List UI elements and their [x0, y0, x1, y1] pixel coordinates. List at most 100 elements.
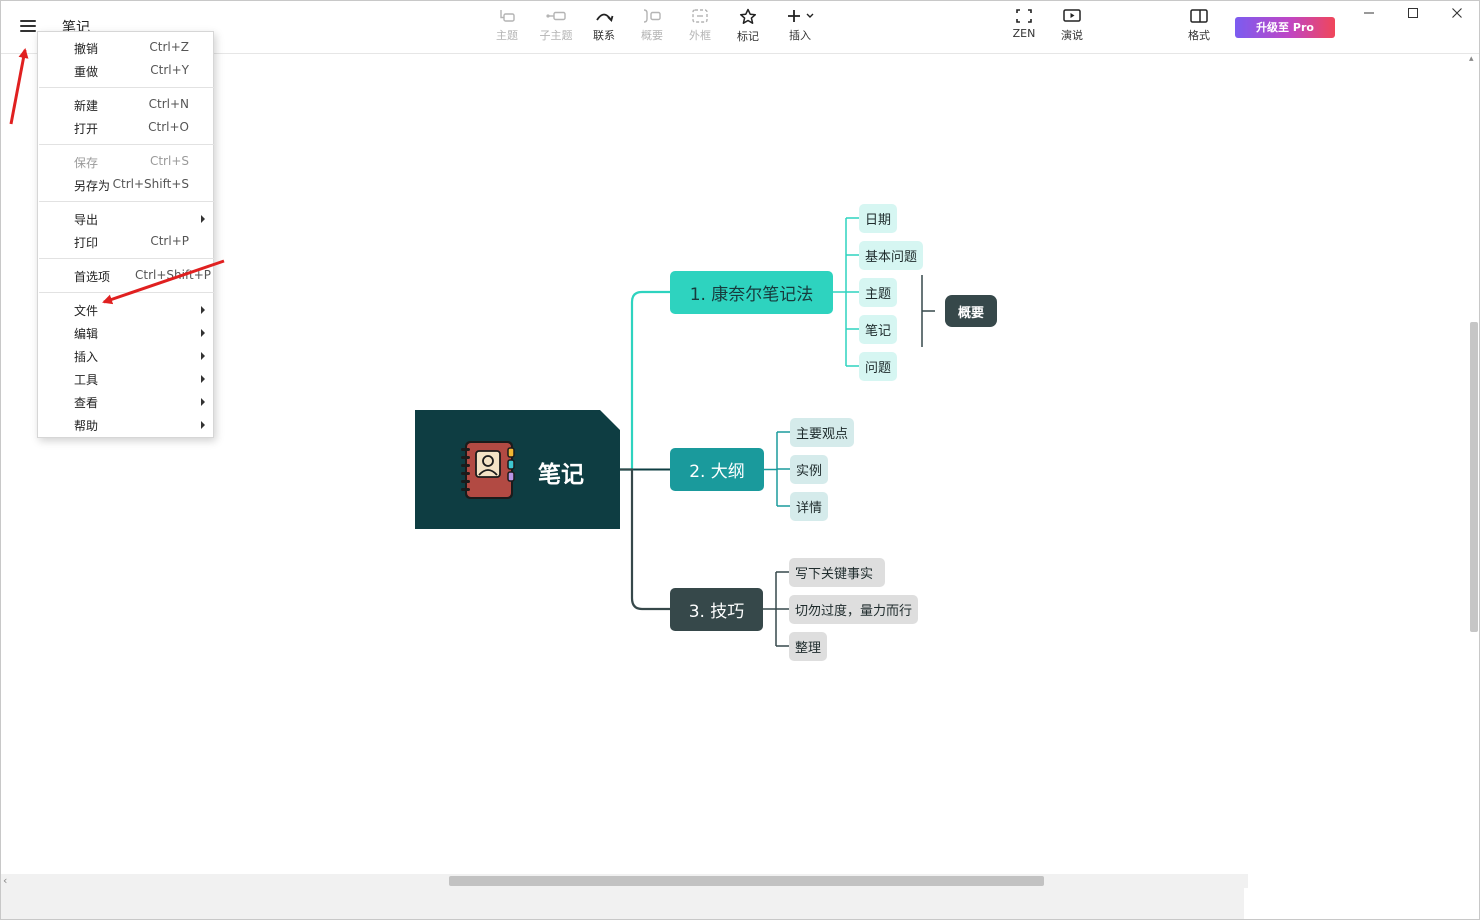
plus-icon	[788, 10, 814, 22]
summary-label: 概要	[641, 29, 663, 42]
topic-icon	[500, 10, 515, 22]
submenu-arrow-icon	[201, 375, 205, 383]
menu-item-shortcut: Ctrl+Z	[149, 40, 189, 54]
menu-item-label: 插入	[74, 350, 99, 364]
marker-button[interactable]: 标记	[726, 8, 770, 44]
topic-button[interactable]: 主题	[485, 8, 529, 43]
menu-item-print[interactable]: 打印 Ctrl+P	[38, 230, 213, 252]
menu-item-label: 新建	[74, 99, 99, 113]
menu-item-edit[interactable]: 编辑	[38, 321, 213, 343]
menu-item-label: 工具	[74, 373, 99, 387]
subtopic[interactable]: 实例	[790, 455, 829, 484]
menu-item-label: 打开	[74, 122, 99, 136]
menu-item-view[interactable]: 查看	[38, 390, 213, 412]
relationship-button[interactable]: 联系	[582, 8, 626, 43]
upgrade-pro-button[interactable]: 升级至 Pro	[1235, 17, 1335, 38]
subtopic[interactable]: 写下关键事实	[789, 558, 885, 587]
close-icon	[1452, 8, 1462, 18]
presentation-button[interactable]: 演说	[1050, 8, 1094, 43]
submenu-arrow-icon	[201, 215, 205, 223]
menu-item-tools[interactable]: 工具	[38, 367, 213, 389]
branch-topic-2[interactable]: 2. 大纲	[670, 448, 764, 491]
menu-item-undo[interactable]: 撤销 Ctrl+Z	[38, 36, 213, 58]
subtopic[interactable]: 日期	[859, 204, 898, 233]
insert-button[interactable]: 插入	[778, 8, 822, 43]
central-topic[interactable]	[415, 410, 620, 529]
menu-item-shortcut: Ctrl+Shift+P	[135, 268, 211, 282]
menu-item-file[interactable]: 文件	[38, 298, 213, 320]
summary-icon	[643, 9, 661, 23]
format-panel-button[interactable]: 格式	[1177, 8, 1221, 43]
menu-item-label: 查看	[74, 396, 99, 410]
menu-item-label: 文件	[74, 304, 99, 318]
menu-item-new[interactable]: 新建 Ctrl+N	[38, 93, 213, 115]
menu-separator	[39, 201, 214, 202]
close-button[interactable]	[1437, 2, 1477, 24]
star-icon	[739, 8, 757, 24]
menu-item-label: 撤销	[74, 42, 99, 56]
summary-button[interactable]: 概要	[630, 8, 674, 43]
menu-item-redo[interactable]: 重做 Ctrl+Y	[38, 59, 213, 81]
menu-item-shortcut: Ctrl+Shift+S	[112, 177, 189, 191]
central-topic-label: 笔记	[538, 462, 584, 488]
top-toolbar: 笔记 主题 子主题 联系 概要 外框	[0, 0, 1480, 54]
menu-item-label: 导出	[74, 213, 99, 227]
branch-topic-3[interactable]: 3. 技巧	[670, 588, 763, 631]
maximize-button[interactable]	[1393, 2, 1433, 24]
horizontal-scrollbar-thumb[interactable]	[449, 876, 1044, 886]
format-label: 格式	[1188, 29, 1210, 42]
subtopic[interactable]: 问题	[859, 352, 898, 381]
menu-item-save-as[interactable]: 另存为 Ctrl+Shift+S	[38, 173, 213, 195]
branch-topic-1[interactable]: 1. 康奈尔笔记法	[670, 271, 833, 314]
boundary-button[interactable]: 外框	[678, 8, 722, 43]
menu-item-export[interactable]: 导出	[38, 207, 213, 229]
menu-item-shortcut: Ctrl+S	[149, 154, 189, 168]
maximize-icon	[1408, 8, 1418, 18]
menu-item-help[interactable]: 帮助	[38, 413, 213, 435]
hamburger-menu-icon[interactable]	[17, 16, 39, 36]
subtopic[interactable]: 整理	[789, 632, 828, 661]
menu-item-label: 帮助	[74, 419, 99, 433]
menu-item-save[interactable]: 保存 Ctrl+S	[38, 150, 213, 172]
submenu-arrow-icon	[201, 421, 205, 429]
subtopic-button[interactable]: 子主题	[534, 8, 578, 43]
relationship-label: 联系	[593, 29, 615, 42]
subtopic[interactable]: 基本问题	[859, 241, 924, 270]
subtopic-icon	[546, 11, 566, 21]
menu-item-open[interactable]: 打开 Ctrl+O	[38, 116, 213, 138]
zen-mode-button[interactable]: ZEN	[1002, 8, 1046, 40]
menu-item-label: 重做	[74, 65, 99, 79]
menu-item-label: 另存为	[74, 179, 111, 193]
menu-item-shortcut: Ctrl+O	[148, 120, 189, 134]
subtopic[interactable]: 主要观点	[790, 418, 855, 447]
subtopic[interactable]: 详情	[790, 492, 829, 521]
app-menu-dropdown: 撤销 Ctrl+Z 重做 Ctrl+Y 新建 Ctrl+N 打开 Ctrl+O …	[37, 31, 214, 438]
menu-item-shortcut: Ctrl+Y	[150, 63, 189, 77]
menu-item-preferences[interactable]: 首选项 Ctrl+Shift+P	[38, 264, 213, 286]
menu-separator	[39, 87, 214, 88]
scroll-left-arrow-icon[interactable]: ‹	[3, 874, 8, 887]
menu-item-shortcut: Ctrl+N	[148, 97, 189, 111]
subtopic-label: 子主题	[539, 29, 573, 42]
subtopic[interactable]: 切勿过度，量力而行	[789, 595, 919, 624]
insert-label: 插入	[789, 29, 811, 42]
subtopic[interactable]: 主题	[859, 278, 898, 307]
menu-separator	[39, 258, 214, 259]
topic-label: 主题	[496, 29, 518, 42]
scroll-up-arrow-icon[interactable]: ▴	[1469, 54, 1474, 64]
menu-item-label: 首选项	[74, 270, 111, 284]
minimize-button[interactable]	[1349, 2, 1389, 24]
fullscreen-icon	[1016, 9, 1032, 23]
subtopic[interactable]: 笔记	[859, 315, 898, 344]
summary-topic[interactable]: 概要	[945, 295, 997, 327]
menu-item-label: 打印	[74, 236, 99, 250]
presentation-label: 演说	[1061, 29, 1083, 42]
menu-item-insert[interactable]: 插入	[38, 344, 213, 366]
menu-separator	[39, 144, 214, 145]
boundary-icon	[692, 9, 708, 23]
presentation-icon	[1063, 9, 1081, 22]
vertical-scrollbar-thumb[interactable]	[1470, 322, 1478, 632]
zen-label: ZEN	[1012, 27, 1036, 40]
menu-item-label: 保存	[74, 156, 99, 170]
submenu-arrow-icon	[201, 329, 205, 337]
